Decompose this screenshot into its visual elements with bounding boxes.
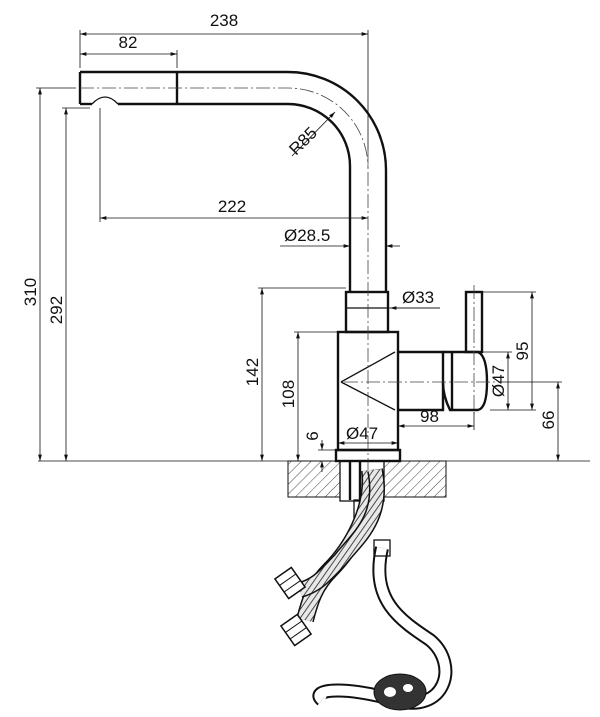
dim-body-diameter: Ø47 <box>346 424 378 443</box>
dim-spout-diameter: Ø28.5 <box>284 226 330 245</box>
dim-body-upper-diameter: Ø33 <box>402 288 434 307</box>
dim-spout-height: 292 <box>47 296 66 324</box>
dim-reach: 222 <box>218 197 246 216</box>
supply-hoses <box>273 460 453 711</box>
dim-bend-radius: R85 <box>285 123 320 158</box>
dimension-labels: 238 82 222 R85 Ø28.5 Ø33 Ø47 98 310 292 … <box>21 11 558 443</box>
dimension-lines <box>36 30 562 472</box>
dim-body-height: 142 <box>243 358 262 386</box>
dim-lever-height: 108 <box>279 380 298 408</box>
dim-handle-length: 98 <box>420 407 439 426</box>
dim-handle-diameter: Ø47 <box>489 365 508 397</box>
dim-overall-width: 238 <box>210 11 238 30</box>
countertop <box>38 460 590 498</box>
dim-overall-height: 310 <box>21 278 40 306</box>
faucet-body <box>78 70 500 470</box>
dim-spout-length: 82 <box>119 33 138 52</box>
dim-handle-axis-height: 66 <box>539 411 558 430</box>
dim-base-height: 6 <box>303 431 322 440</box>
dim-handle-height: 95 <box>513 342 532 361</box>
